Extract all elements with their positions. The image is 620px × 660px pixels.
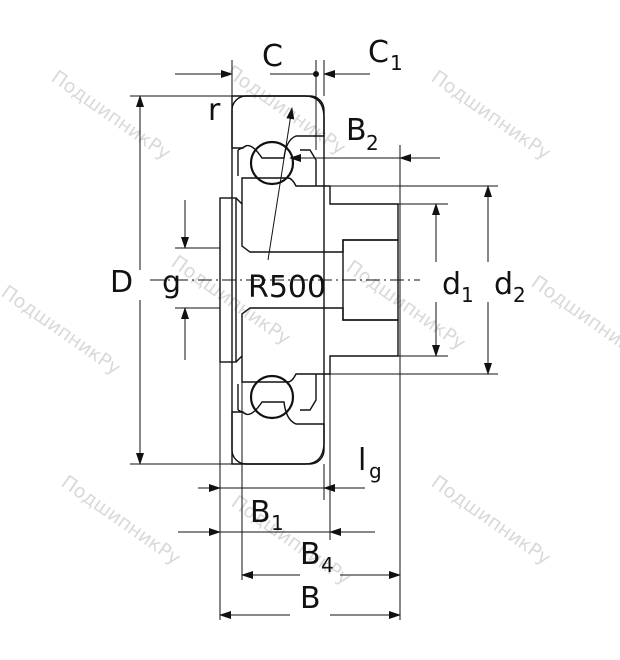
label-g: g: [162, 265, 181, 300]
label-r: r: [208, 93, 221, 128]
label-d1: d: [442, 267, 461, 302]
dimension-labels: C C 1 r B 2 D g R500 d 1 d 2 l g B 1 B 4…: [110, 35, 526, 616]
ball-top: [249, 140, 295, 186]
label-B: B: [300, 581, 321, 616]
watermark-text: ПодшипникРу: [57, 471, 184, 569]
extension-lines: [130, 60, 498, 620]
label-lg: l: [358, 443, 366, 478]
label-R500: R500: [248, 270, 326, 305]
watermark-text: ПодшипникРу: [527, 271, 620, 369]
label-d2: d: [494, 267, 513, 302]
label-B4-sub: 4: [321, 553, 334, 577]
seal-top: [237, 145, 317, 186]
label-B2: B: [346, 113, 367, 148]
watermark-text: ПодшипникРу: [427, 471, 554, 569]
watermark-text: ПодшипникРу: [427, 66, 554, 164]
label-C1-sub: 1: [390, 51, 403, 75]
label-B4: B: [300, 537, 321, 572]
watermark-layer: ПодшипникРу ПодшипникРу ПодшипникРу Подш…: [0, 61, 620, 589]
label-B1-sub: 1: [271, 511, 284, 535]
dimension-lines: [136, 70, 492, 619]
label-B1: B: [250, 495, 271, 530]
label-d2-sub: 2: [513, 283, 526, 307]
watermark-text: ПодшипникРу: [0, 281, 125, 379]
label-lg-sub: g: [369, 459, 382, 483]
ball-bottom: [249, 374, 295, 420]
label-d1-sub: 1: [461, 283, 474, 307]
seal-bottom: [237, 374, 317, 415]
watermark-text: ПодшипникРу: [47, 66, 174, 164]
label-B2-sub: 2: [366, 131, 379, 155]
label-C: C: [262, 39, 283, 74]
label-D: D: [110, 265, 133, 300]
label-C1: C: [368, 35, 389, 70]
